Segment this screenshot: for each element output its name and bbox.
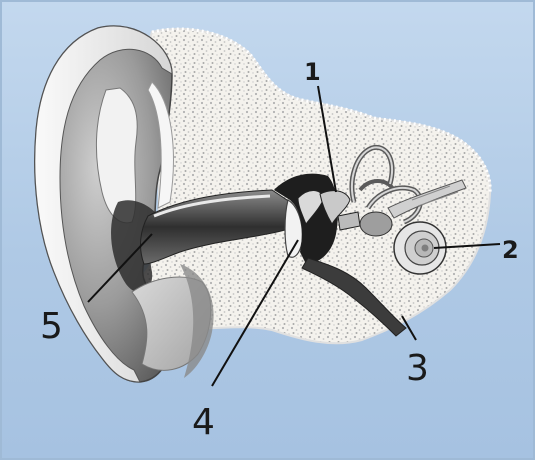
label-1: 1 bbox=[304, 58, 321, 86]
label-5: 5 bbox=[40, 306, 63, 347]
label-4: 4 bbox=[192, 402, 215, 443]
label-2: 2 bbox=[502, 236, 519, 264]
vestibule bbox=[360, 212, 392, 236]
label-3: 3 bbox=[406, 348, 429, 389]
